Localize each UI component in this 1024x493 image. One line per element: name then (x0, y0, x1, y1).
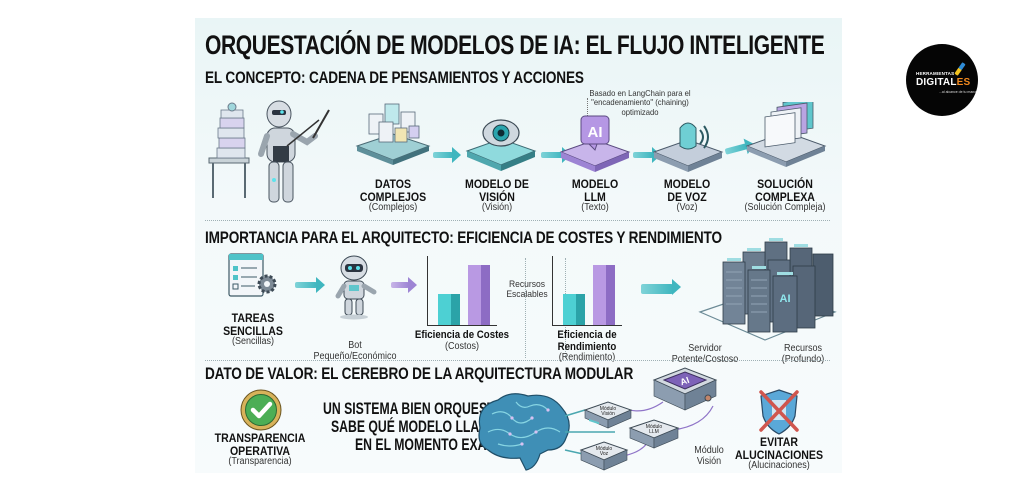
svg-text:Módulo: Módulo (600, 406, 617, 412)
ai-core-box: AI (650, 364, 720, 414)
logo-tagline: ...al alcance de tu mano (939, 90, 977, 94)
quote-line-1: UN SISTEMA BIEN ORQUESTADO (323, 399, 521, 418)
module-voz-box: Módulo Voz (579, 438, 629, 472)
chart-bar-small-bot (563, 294, 585, 325)
step-label-solucion: SOLUCIÓN COMPLEXA (Solución Compleja) (744, 177, 826, 214)
section-value-title: DATO DE VALOR: EL CEREBRO DE LA ARQUITEC… (205, 364, 634, 383)
note-leader-line (587, 98, 588, 120)
module-box-icon: Módulo Voz (579, 441, 629, 471)
speaker-icon (652, 122, 724, 172)
section-importance-title: IMPORTANCIA PARA EL ARQUITECTO: EFICIENC… (205, 228, 722, 247)
ai-processor-icon: AI (652, 367, 718, 411)
ai-badge-text: AI (588, 124, 603, 141)
svg-text:Módulo: Módulo (596, 446, 613, 452)
quote-line-2: SABE QUÉ MODELO LLAMAR (331, 417, 508, 436)
section-divider-2 (205, 360, 830, 361)
chart-bar-server (593, 265, 615, 325)
modelo-voz-node (650, 118, 726, 174)
flow-arrow-tasks-bot (295, 277, 325, 293)
transparency-badge (239, 388, 283, 432)
brain-illustration (470, 388, 575, 473)
document-stack-icon (745, 97, 827, 167)
cost-chart-label: Eficiencia de Costes (Costos) (414, 329, 510, 352)
svg-text:AI: AI (679, 375, 691, 387)
langchain-note: Basado en LangChain para el "encadenamie… (589, 88, 691, 117)
logo-main-text: DIGITALES (916, 77, 971, 88)
module-vision-box: Módulo Visión (583, 398, 633, 430)
step-label-datos: DATOS COMPLEJOS (Complejos) (359, 177, 427, 214)
check-circle-icon (240, 389, 282, 431)
solucion-compleja-node (743, 97, 829, 168)
svg-text:Visión: Visión (601, 411, 615, 417)
server-rack-icon: AI (698, 238, 837, 341)
chart-separator-1 (525, 258, 526, 358)
bot-label: Bot Pequeño/Económico (313, 340, 397, 362)
robot-icon (335, 255, 377, 320)
step-label-llm: MODELO LLM (Texto) (571, 177, 619, 214)
small-bot-node (330, 254, 380, 320)
robot-presenter-illustration (207, 98, 332, 218)
herramientas-digitales-logo: HERRAMIENTAS DIGITALES ...al alcance de … (906, 44, 978, 116)
section-concept-title: EL CONCEPTO: CADENA DE PENSAMIENTOS Y AC… (205, 68, 584, 87)
performance-chart-label: Eficiencia de Rendimiento (Rendimiento) (557, 329, 617, 364)
modelo-vision-node (463, 113, 539, 173)
modelo-llm-node: AI (557, 110, 633, 174)
documents-stack-icon (355, 103, 431, 165)
module-llm-box: Módulo LLM (628, 416, 680, 450)
cost-efficiency-chart (427, 256, 497, 326)
shield-cross-icon (759, 389, 799, 435)
ai-chat-icon: AI (559, 115, 631, 172)
pen-icon (954, 62, 966, 76)
checklist-gear-icon (228, 253, 277, 297)
tareas-label: TAREAS SENCILLAS (Sencillas) (223, 311, 283, 348)
svg-text:AI: AI (780, 293, 791, 305)
step-label-vision: MODELO DE VISIÓN (Visión) (465, 177, 529, 214)
server-label: Servidor Potente/Costoso (671, 343, 739, 365)
infographic-panel: ORQUESTACIÓN DE MODELOS DE IA: EL FLUJO … (195, 18, 842, 473)
eye-icon (465, 119, 537, 171)
resources-deep-label: Recursos (Profundo) (781, 343, 825, 365)
brain-icon (478, 393, 570, 471)
robot-teacher-icon (208, 100, 330, 203)
main-title: ORQUESTACIÓN DE MODELOS DE IA: EL FLUJO … (205, 30, 825, 60)
performance-efficiency-chart (552, 256, 622, 326)
datos-complejos-node (353, 100, 433, 170)
quote-line-3: EN EL MOMENTO EXACTO (355, 435, 513, 454)
flow-arrow-1 (433, 147, 461, 163)
svg-text:Voz: Voz (600, 451, 609, 457)
svg-text:Módulo: Módulo (646, 424, 663, 430)
hallucinations-label: EVITAR ALUCINACIONES (Alucinaciones) (735, 435, 824, 472)
flow-arrow-bot-chart (391, 277, 417, 293)
chart-bar-server (468, 265, 490, 325)
module-box-icon: Módulo Visión (583, 401, 633, 429)
hallucination-shield (757, 388, 801, 436)
tareas-node (225, 252, 280, 302)
chart-bar-small-bot (438, 294, 460, 325)
flow-arrow-to-server (641, 279, 681, 295)
scalable-resources-label: Recursos Escalables (506, 279, 548, 301)
logo-top-text: HERRAMIENTAS (916, 71, 955, 76)
step-label-voz: MODELO DE VOZ (Voz) (663, 177, 711, 214)
module-box-icon: Módulo LLM (628, 419, 680, 449)
section-divider-1 (205, 220, 830, 221)
module-caption: Módulo Visión (694, 445, 724, 467)
server-cluster-node: AI (695, 232, 840, 342)
svg-text:LLM: LLM (649, 429, 659, 435)
transparency-label: TRANSPARENCIA OPERATIVA (Transparencia) (214, 431, 306, 468)
